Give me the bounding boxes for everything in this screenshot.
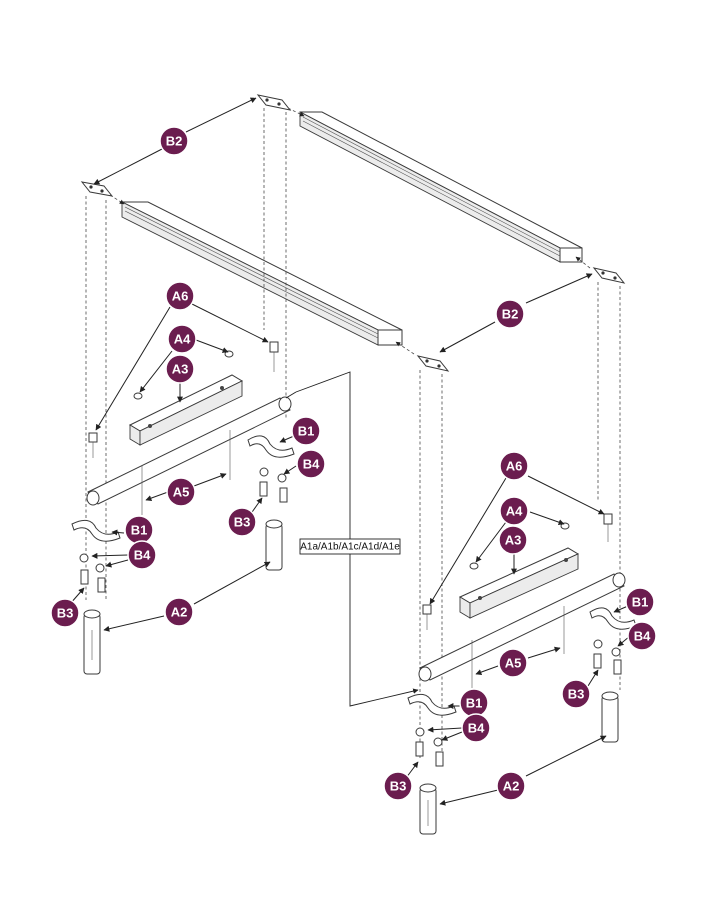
- svg-text:B3: B3: [568, 687, 585, 702]
- right-channel-a3: [458, 547, 580, 619]
- callout-a5-left: A5: [166, 477, 196, 507]
- callout-b3-right-upper: B3: [561, 679, 591, 709]
- svg-text:A3: A3: [172, 362, 189, 377]
- svg-text:B4: B4: [634, 629, 651, 644]
- callout-a2-right: A2: [496, 771, 526, 801]
- svg-text:B3: B3: [57, 606, 74, 621]
- callout-b3-left-lower: B3: [50, 598, 80, 628]
- svg-text:A2: A2: [171, 605, 188, 620]
- left-bolts: [88, 341, 279, 515]
- callout-b3-right-lower: B3: [383, 771, 413, 801]
- rail-rear: [299, 111, 583, 263]
- svg-text:B4: B4: [134, 548, 151, 563]
- svg-text:A6: A6: [506, 459, 523, 474]
- callout-b4-right-lower: B4: [461, 713, 491, 743]
- callout-a3-right: A3: [498, 525, 528, 555]
- callout-a6-right: A6: [499, 451, 529, 481]
- svg-text:B4: B4: [303, 457, 320, 472]
- svg-text:A6: A6: [172, 289, 189, 304]
- left-legs-a2: [83, 519, 283, 675]
- svg-text:A3: A3: [505, 533, 522, 548]
- svg-text:A5: A5: [505, 656, 522, 671]
- svg-text:A4: A4: [506, 504, 523, 519]
- bracket-b2-left: [80, 181, 114, 197]
- callout-b4-left-lower: B4: [127, 540, 157, 570]
- left-tube: [86, 396, 292, 506]
- callout-b4-right-upper: B4: [627, 621, 657, 651]
- assembly-label-box: [299, 538, 401, 555]
- callout-a4-left: A4: [167, 324, 197, 354]
- right-tube: [418, 572, 626, 682]
- right-legs-a2: [419, 691, 619, 835]
- left-channel-a3: [128, 374, 244, 446]
- svg-text:A5: A5: [173, 485, 190, 500]
- right-clamps-b1: [407, 607, 637, 767]
- callout-b3-left-upper: B3: [227, 507, 257, 537]
- svg-text:B1: B1: [632, 595, 649, 610]
- callout-b1-right-upper: B1: [625, 587, 655, 617]
- callout-b1-right-lower: B1: [459, 688, 489, 718]
- callout-b2-top: B2: [159, 126, 189, 156]
- left-clamps-b1: [71, 435, 295, 593]
- svg-text:B3: B3: [390, 779, 407, 794]
- callout-a3-left: A3: [165, 354, 195, 384]
- callout-a6-left: A6: [165, 281, 195, 311]
- svg-text:A4: A4: [174, 332, 191, 347]
- assembly-label: A1a/A1b/A1c/A1d/A1e: [300, 542, 400, 553]
- svg-text:B2: B2: [166, 134, 183, 149]
- svg-text:B4: B4: [468, 721, 485, 736]
- callout-b1-left-upper: B1: [291, 416, 321, 446]
- bracket-b2-top: [256, 94, 292, 111]
- callout-a2-left: A2: [164, 597, 194, 627]
- callout-b4-left-upper: B4: [296, 449, 326, 479]
- svg-text:A2: A2: [503, 779, 520, 794]
- svg-text:B1: B1: [298, 424, 315, 439]
- svg-text:B1: B1: [131, 523, 148, 538]
- callout-b2-right: B2: [495, 299, 525, 329]
- callout-b1-left-lower: B1: [124, 515, 154, 545]
- svg-text:B1: B1: [466, 696, 483, 711]
- bracket-b2-center: [416, 355, 450, 372]
- bracket-b2-right: [592, 267, 626, 284]
- callout-a4-right: A4: [499, 496, 529, 526]
- svg-text:B3: B3: [234, 515, 251, 530]
- callout-a5-right: A5: [498, 648, 528, 678]
- svg-text:B2: B2: [502, 307, 519, 322]
- rail-front: [121, 201, 403, 346]
